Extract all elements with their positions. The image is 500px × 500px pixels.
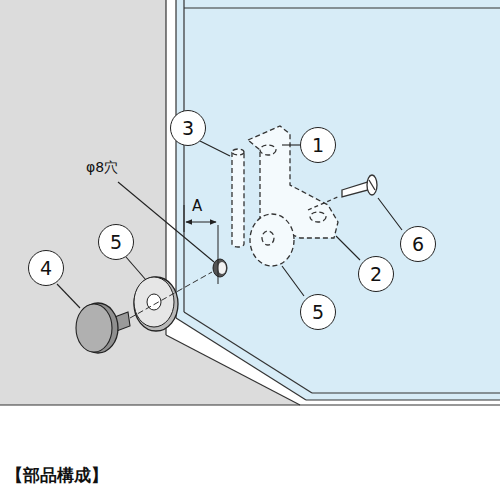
callout-number: 1 [312,136,324,155]
frame-lines [0,0,500,405]
callout-circle: 5 [98,224,134,260]
dimension-a [184,205,218,284]
hole [213,259,227,277]
screw [308,175,377,210]
callout-number: 4 [40,259,52,278]
axis-line [130,272,212,318]
callout-circle: 5 [300,294,336,330]
callout-circle: 4 [28,250,64,286]
section-heading: 【部品構成】 [6,466,108,485]
callout-number: 2 [370,265,382,284]
knob [76,303,130,353]
washer-inner [250,214,294,266]
hole-size: φ8穴 [86,160,118,175]
pin [232,149,244,247]
callout-number: 5 [110,233,122,252]
callout-number: 5 [312,303,324,322]
callout-number: 6 [412,235,424,254]
dimension-label: A [192,198,202,215]
callout-circle: 2 [358,256,394,292]
callout-circle: 1 [300,127,336,163]
callout-circle: 3 [170,110,206,146]
glass-door [176,0,500,400]
washer-outer [134,277,178,331]
callout-circle: 6 [400,226,436,262]
leader-lines [57,141,402,308]
callout-number: 3 [182,119,194,138]
